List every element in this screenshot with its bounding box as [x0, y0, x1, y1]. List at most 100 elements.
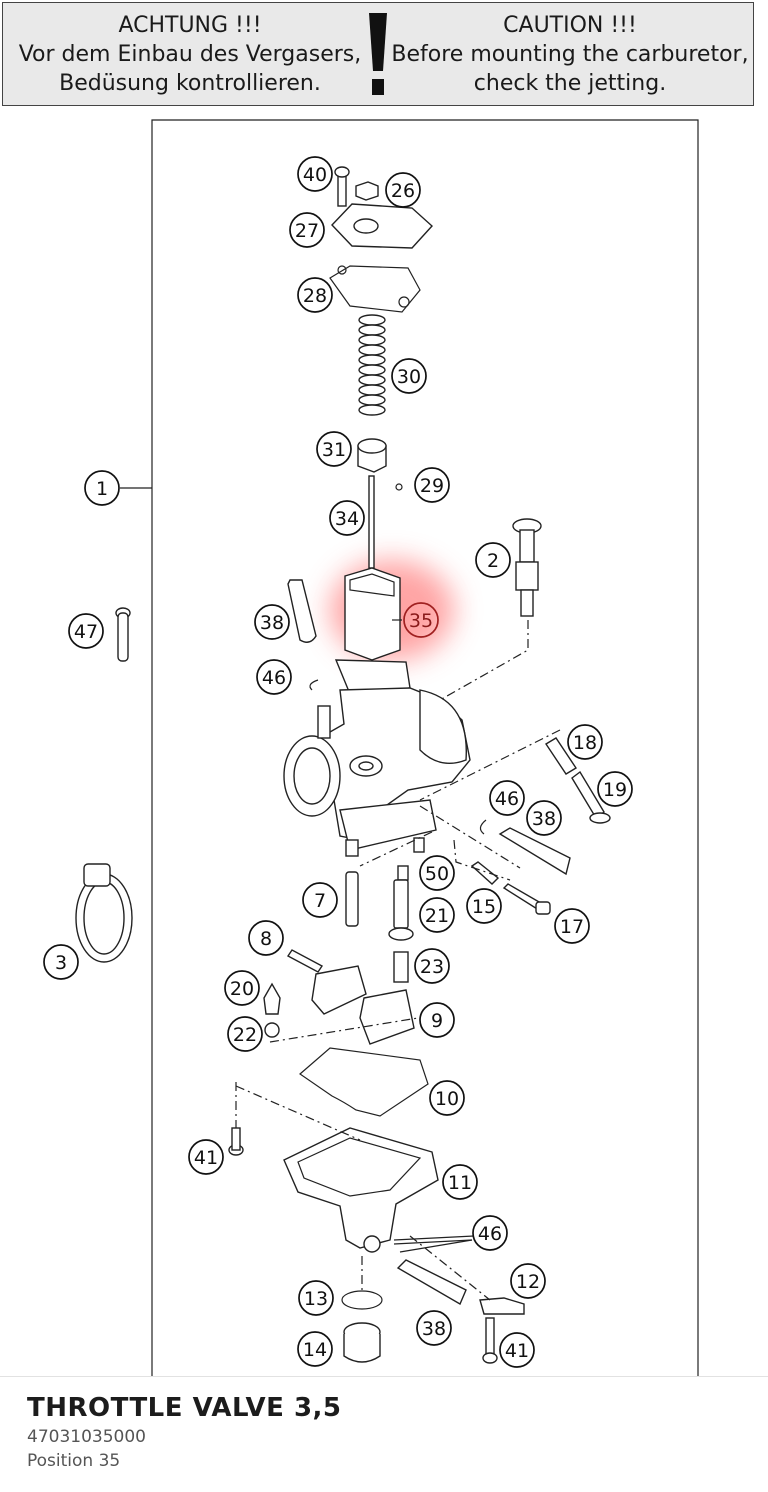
- choke-plunger-2: [512, 518, 542, 617]
- callout-circle: [429, 1080, 465, 1116]
- callout-number: 38: [532, 808, 556, 830]
- callout-circle: [256, 659, 292, 695]
- callout-circle: [297, 1331, 333, 1367]
- callout-number: 17: [560, 916, 584, 938]
- callout-number: 50: [425, 863, 449, 885]
- callout-circle: [567, 724, 603, 760]
- callout-circle: [298, 1280, 334, 1316]
- warning-en-line2: check the jetting.: [473, 71, 667, 96]
- part-info-panel: THROTTLE VALVE 3,5 47031035000 Position …: [0, 1376, 768, 1492]
- float-assembly: [263, 949, 419, 1045]
- callout-c34: 34: [329, 500, 365, 536]
- callout-c17: 17: [554, 908, 590, 944]
- callout-number: 2: [487, 550, 499, 572]
- callout-circle: [227, 1016, 263, 1052]
- hose-38-left: [287, 579, 317, 643]
- callout-circle: [329, 500, 365, 536]
- callout-number: 40: [303, 164, 327, 186]
- callout-number: 23: [420, 956, 444, 978]
- callout-c28: 28: [297, 277, 333, 313]
- callout-number: 3: [55, 952, 67, 974]
- warning-en-title: CAUTION !!!: [503, 13, 637, 38]
- callout-c21: 21: [419, 897, 455, 933]
- callout-number: 41: [194, 1147, 218, 1169]
- callout-c7: 7: [302, 882, 338, 918]
- callout-c14: 14: [297, 1331, 333, 1367]
- hose-38-bottom: [396, 1259, 467, 1306]
- callout-circle: [248, 920, 284, 956]
- callout-circle: [391, 358, 427, 394]
- callout-c38c: 38: [416, 1310, 452, 1346]
- callout-number: 21: [425, 905, 449, 927]
- callout-c41b: 41: [499, 1332, 535, 1368]
- callout-c8: 8: [248, 920, 284, 956]
- callout-c31: 31: [316, 431, 352, 467]
- exclamation-icon: [369, 13, 387, 95]
- callout-circle: [385, 172, 421, 208]
- callout-number: 12: [516, 1271, 540, 1293]
- callout-c46b: 46: [489, 780, 525, 816]
- callout-number: 10: [435, 1088, 459, 1110]
- callout-circle: [297, 156, 333, 192]
- callout-number: 11: [448, 1172, 472, 1194]
- callout-circle: [414, 948, 450, 984]
- idle-screw-assembly: [479, 737, 611, 876]
- callout-number: 46: [478, 1223, 502, 1245]
- callout-circle: [597, 771, 633, 807]
- callout-circle: [188, 1139, 224, 1175]
- callout-c46c: 46: [472, 1215, 508, 1251]
- callout-c13: 13: [298, 1280, 334, 1316]
- callout-c46a: 46: [256, 659, 292, 695]
- callout-c27: 27: [289, 212, 325, 248]
- callout-c26: 26: [385, 172, 421, 208]
- callout-number: 8: [260, 928, 272, 950]
- throttle-valve-35: [344, 567, 401, 661]
- callout-number: 1: [96, 478, 108, 500]
- callout-c19: 19: [597, 771, 633, 807]
- callout-circle: [499, 1332, 535, 1368]
- callout-circle: [297, 277, 333, 313]
- callout-circle: [466, 888, 502, 924]
- float-bowl-gasket-10: [299, 1047, 429, 1117]
- warning-de-line2: Bedüsung kontrollieren.: [59, 71, 321, 96]
- callout-circle: [316, 431, 352, 467]
- callout-c3: 3: [43, 944, 79, 980]
- callout-number: 27: [295, 220, 319, 242]
- callout-c15: 15: [466, 888, 502, 924]
- top-cover-assembly: [329, 166, 433, 313]
- callout-c10: 10: [429, 1080, 465, 1116]
- bolt-41-left: [228, 1127, 244, 1156]
- callout-number: 31: [322, 439, 346, 461]
- callout-number: 15: [472, 896, 496, 918]
- callout-number: 20: [230, 978, 254, 1000]
- part-position: Position 35: [27, 1451, 121, 1471]
- callout-circle: [43, 944, 79, 980]
- callout-circle: [403, 602, 439, 638]
- callout-circle: [472, 1215, 508, 1251]
- callout-c41a: 41: [188, 1139, 224, 1175]
- drain-plug-14: [343, 1322, 381, 1363]
- callout-c30: 30: [391, 358, 427, 394]
- callout-c11: 11: [442, 1164, 478, 1200]
- callout-c29: 29: [414, 467, 450, 503]
- callout-circle: [414, 467, 450, 503]
- needle-retainer: [357, 438, 403, 569]
- warning-german: ACHTUNG !!! Vor dem Einbau des Vergasers…: [9, 11, 371, 98]
- carburetor-exploded-diagram: 4026272830312913424738354618194638507152…: [43, 119, 699, 1376]
- hose-clamp-3: [75, 863, 133, 963]
- callout-c12: 12: [510, 1263, 546, 1299]
- o-ring-13: [341, 1290, 383, 1310]
- callout-circle: [475, 542, 511, 578]
- callout-c40: 40: [297, 156, 333, 192]
- warning-english: CAUTION !!! Before mounting the carburet…: [391, 11, 749, 98]
- callout-c1: 1: [84, 470, 120, 506]
- callout-number: 9: [431, 1010, 443, 1032]
- warning-en-line1: Before mounting the carburetor,: [391, 42, 749, 67]
- callout-c9: 9: [419, 1002, 455, 1038]
- part-title: THROTTLE VALVE 3,5: [27, 1393, 342, 1423]
- clip-46: [309, 679, 319, 691]
- callout-circle: [442, 1164, 478, 1200]
- callout-c22: 22: [227, 1016, 263, 1052]
- callout-number: 30: [397, 366, 421, 388]
